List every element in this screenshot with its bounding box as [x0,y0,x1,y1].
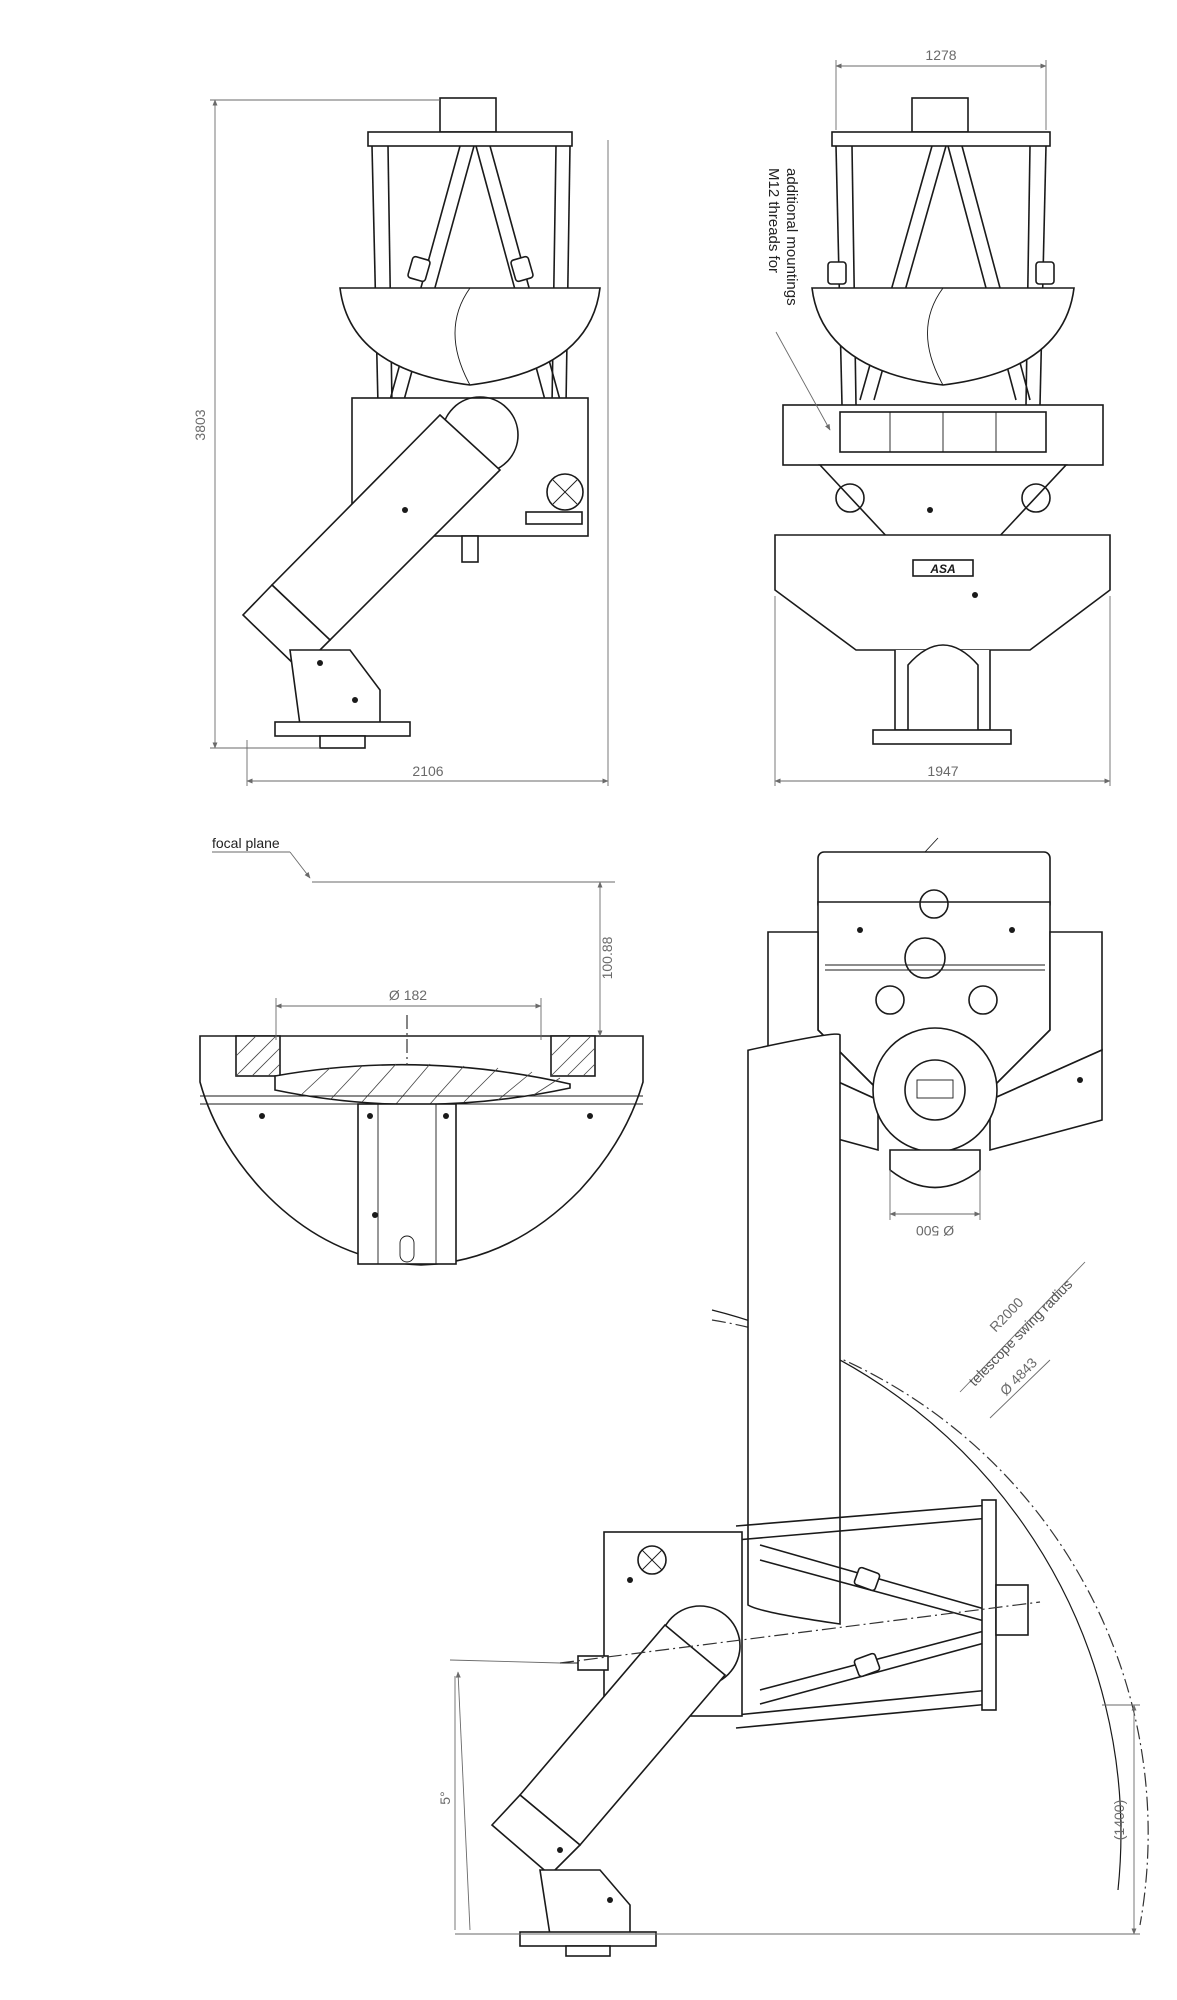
focal-plane-label: focal plane [212,835,280,851]
dim-side-base-width: 2106 [412,763,443,779]
front-view-dimensions: 1278 1947 [774,47,1111,786]
tilted-side-view [490,1033,1149,1957]
dim-overall-height: 3803 [192,409,208,440]
dim-top-width: 1278 [925,47,956,63]
dim-base-diameter: Ø 500 [916,1223,954,1239]
asa-logo: ASA [929,562,955,576]
front-view: ASA [774,97,1111,745]
mirror-cell-section [199,1015,644,1266]
m12-label-line1: M12 threads for [765,168,782,273]
mirror-cell-dimensions: focal plane 100.88 Ø 182 [212,835,615,1040]
side-view [241,97,601,749]
m12-annotation: M12 threads for additional mountings [765,168,831,431]
dim-flange-diameter: Ø 182 [389,987,427,1003]
dim-tilt-angle: 5° [437,1791,453,1804]
m12-label-line2: additional mountings [783,168,800,306]
dim-axis-height: (1400) [1111,1800,1127,1840]
dim-front-base-width: 1947 [927,763,958,779]
dim-focal-offset: 100.88 [599,936,615,979]
side-view-dimensions: 3803 2106 [192,99,609,786]
